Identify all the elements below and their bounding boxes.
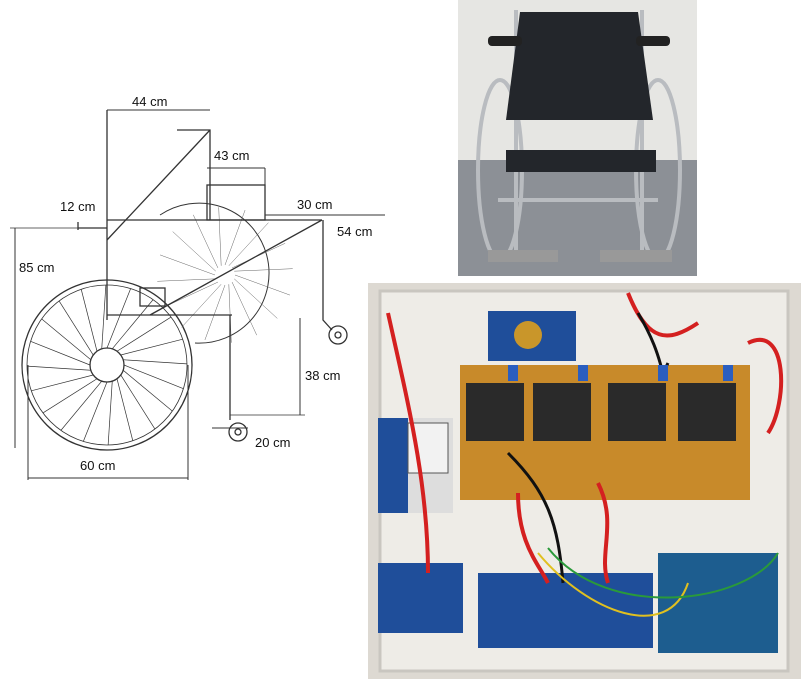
front-caster: [228, 422, 248, 442]
relay-module-4ch: [478, 573, 653, 648]
wheel-spoke: [83, 381, 108, 442]
dim-44cm: 44 cm: [132, 94, 167, 109]
wheel-hub: [89, 347, 125, 383]
rear-caster: [328, 325, 348, 345]
wheel-spoke: [204, 284, 226, 341]
dim-12cm: 12 cm: [60, 199, 95, 214]
wheel-spoke: [101, 284, 107, 349]
wheel-spoke: [218, 207, 222, 266]
wheel-spoke: [159, 254, 216, 276]
wheel-spoke: [123, 359, 188, 365]
wheel-spoke: [157, 278, 216, 282]
wheel-spoke: [80, 289, 98, 352]
wheel-spoke: [231, 281, 257, 336]
wheel-spoke: [234, 274, 291, 296]
dim-60cm: 60 cm: [80, 458, 115, 473]
wheel-spoke: [224, 209, 246, 266]
wheel-spoke: [228, 284, 232, 343]
wheel-spoke: [172, 231, 216, 272]
dim-30cm: 30 cm: [297, 197, 332, 212]
wheel-spoke: [120, 374, 156, 430]
wheelchair-dimension-drawing: 44 cm 43 cm 12 cm 30 cm 54 cm 85 cm 38 c…: [10, 94, 385, 480]
arduino-uno: [658, 553, 778, 653]
wheel-spoke: [193, 214, 219, 269]
wheel-spoke: [30, 341, 91, 366]
wheel-spoke: [107, 381, 113, 446]
dim-43cm: 43 cm: [214, 148, 249, 163]
wheel-spoke: [42, 378, 98, 414]
wheel-spoke: [106, 288, 131, 349]
dim-54cm: 54 cm: [337, 224, 372, 239]
wheel-spoke: [116, 378, 134, 441]
wheelchair-photo: [458, 0, 697, 276]
dim-38cm: 38 cm: [305, 368, 340, 383]
wheel-spoke: [111, 299, 154, 350]
wheel-spoke: [26, 365, 91, 371]
wheel-spoke: [228, 222, 269, 266]
dim-20cm: 20 cm: [255, 435, 290, 450]
wheel-spoke: [120, 338, 183, 356]
wheel-spoke: [181, 284, 222, 328]
wheel-spoke: [234, 278, 278, 319]
wheel-spoke: [116, 316, 172, 352]
wheel-spoke: [58, 300, 94, 356]
wheel-spoke: [41, 318, 92, 361]
wheel-spoke: [31, 374, 94, 392]
control-circuit-photo: [368, 283, 801, 679]
relay-module-2ch: [378, 563, 463, 633]
wheel-spoke: [122, 369, 173, 412]
wheel-spoke: [234, 268, 293, 272]
wheel-spoke: [60, 380, 103, 431]
wheel-spoke: [123, 364, 184, 389]
dim-85cm: 85 cm: [19, 260, 54, 275]
